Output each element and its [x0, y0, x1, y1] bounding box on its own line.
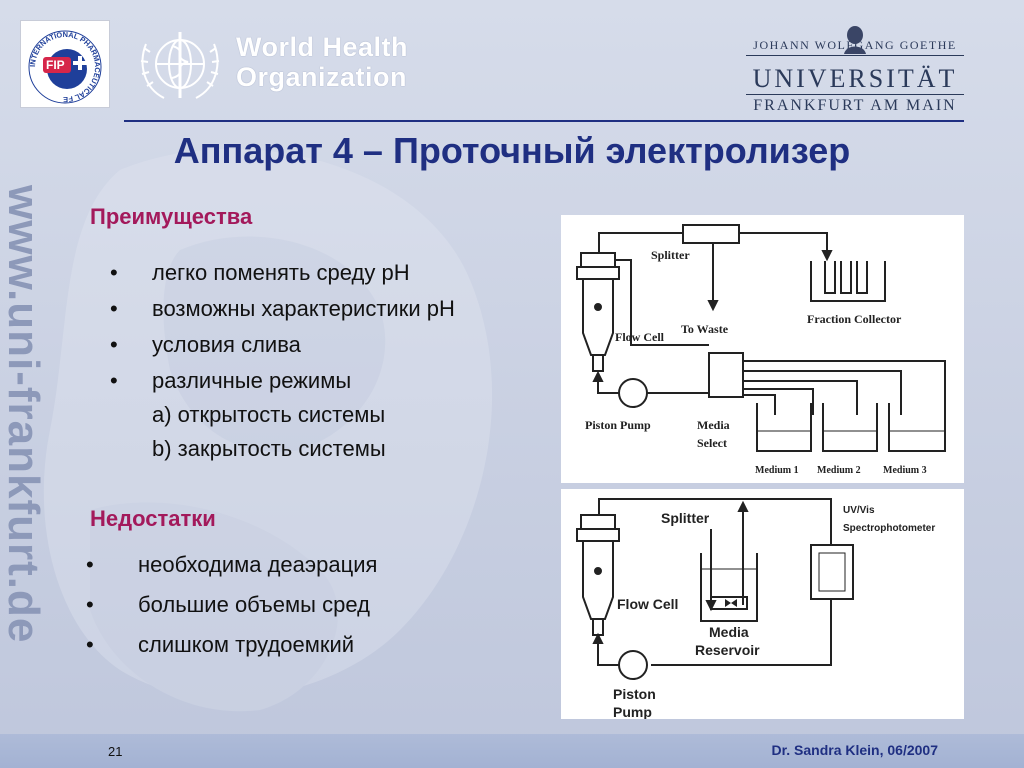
bullet: •: [86, 552, 94, 577]
who-logo: World Health Organization: [132, 24, 422, 104]
label-flow-cell: Flow Cell: [615, 330, 665, 344]
slide-title: Аппарат 4 – Проточный электролизер: [173, 130, 851, 171]
who-emblem-icon: [140, 32, 220, 99]
media-select-box: [708, 352, 744, 398]
goethe-portrait-icon: [844, 26, 866, 54]
fip-emblem-icon: INTERNATIONAL PHARMACEUTICAL FEDERATION …: [18, 14, 102, 104]
list-item: •необходима деаэрация: [86, 552, 378, 577]
list-item: •различные режимы: [110, 368, 352, 393]
list-item: •легко поменять среду pH: [110, 260, 410, 285]
label-pump: Pump: [613, 704, 652, 719]
bullet: •: [86, 592, 94, 617]
label-spectrophotometer: Spectrophotometer: [843, 523, 935, 534]
label-splitter: Splitter: [651, 248, 690, 262]
fip-abbr: FIP: [46, 58, 65, 72]
list-item: •условия слива: [110, 332, 301, 357]
splitter-box: [682, 224, 740, 244]
bullet: •: [110, 260, 118, 285]
label-splitter-2: Splitter: [661, 510, 710, 526]
label-media: Media: [697, 418, 730, 432]
univ-line3: FRANKFURT AM MAIN: [753, 97, 957, 114]
sub-item-closed-system: b) закрытость системы: [152, 436, 386, 461]
header-divider: [124, 120, 964, 122]
who-line1: World Health: [236, 32, 409, 62]
fip-logo: INTERNATIONAL PHARMACEUTICAL FEDERATION …: [18, 14, 110, 108]
background-portrait-watermark: [43, 148, 493, 712]
who-line2: Organization: [236, 62, 408, 92]
label-medium-1: Medium 1: [755, 465, 799, 476]
website-watermark: www.uni-frankfurt.de: [0, 185, 48, 644]
bullet: •: [110, 296, 118, 321]
disadvantages-heading: Недостатки: [90, 506, 216, 531]
label-piston-pump: Piston Pump: [585, 418, 651, 432]
univ-line1: JOHANN WOLFGANG GOETHE: [753, 38, 957, 52]
label-uvvis: UV/Vis: [843, 505, 875, 516]
list-item: •большие объемы сред: [86, 592, 370, 617]
sub-item-open-system: a) открытость системы: [152, 402, 386, 427]
label-reservoir: Reservoir: [695, 642, 760, 658]
label-to-waste: To Waste: [681, 322, 729, 336]
label-select: Select: [697, 436, 727, 450]
piston-pump-circle: [618, 378, 648, 408]
piston-pump-circle-2: [618, 650, 648, 680]
label-medium-3: Medium 3: [883, 465, 927, 476]
label-flow-cell-2: Flow Cell: [617, 596, 678, 612]
advantages-heading: Преимущества: [90, 204, 253, 229]
list-item: •слишком трудоемкий: [86, 632, 355, 657]
who-name: World Health Organization: [236, 32, 408, 92]
univ-line2: UNIVERSITÄT: [752, 64, 958, 93]
label-piston: Piston: [613, 686, 656, 702]
label-medium-2: Medium 2: [817, 465, 861, 476]
label-media-2: Media: [709, 624, 749, 640]
footer-bar: [0, 734, 1024, 768]
bullet: •: [110, 368, 118, 393]
disadvantages-list: •необходима деаэрация •большие объемы ср…: [86, 552, 377, 672]
page-number: 21: [108, 744, 123, 759]
goethe-university-logo: JOHANN WOLFGANG GOETHE UNIVERSITÄT FRANK…: [740, 22, 970, 114]
advantages-list: •легко поменять среду pH •возможны харак…: [110, 260, 455, 404]
label-fraction-collector: Fraction Collector: [807, 312, 902, 326]
diagram-closed-system: Splitter Flow Cell Media Reservoir Pisto…: [561, 489, 964, 720]
bullet: •: [86, 632, 94, 657]
list-item: •возможны характеристики pH: [110, 296, 455, 321]
footer-author: Dr. Sandra Klein, 06/2007: [771, 742, 938, 758]
bullet: •: [110, 332, 118, 357]
diagram-open-system: Splitter To Waste Fraction Collector Flo…: [561, 215, 964, 483]
